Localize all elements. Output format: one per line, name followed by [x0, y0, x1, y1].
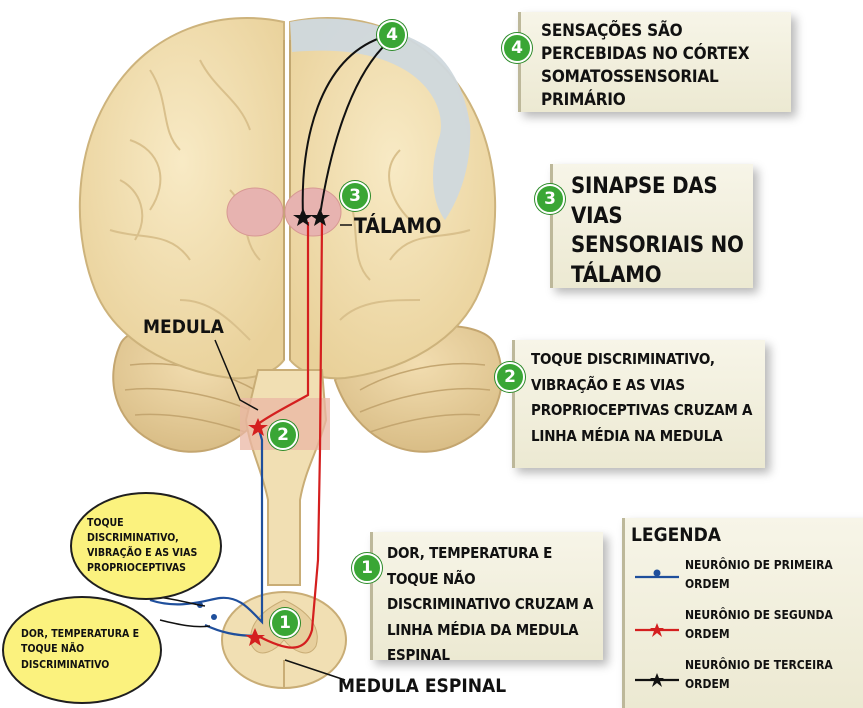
legend-title: LEGENDA [631, 524, 722, 546]
neuron-markers [197, 208, 330, 646]
brainstem [240, 369, 330, 586]
step-3-number: 3 [535, 184, 565, 214]
step-3-box: Sinapse das vias sensoriais no tálamo [550, 164, 753, 288]
third-order-pathway [301, 37, 386, 216]
step-2-box: Toque discriminativo, vibração e as vias… [512, 340, 765, 468]
step-4-number: 4 [502, 33, 532, 63]
medulla-label: MEDULA [143, 316, 224, 338]
legend-third-order-symbol [635, 673, 679, 687]
bubble-proprioceptive-text: Toque discriminativo, vibração e as vias… [87, 516, 198, 575]
step-2-text: Toque discriminativo, vibração e as vias… [531, 350, 753, 445]
step-1-number: 1 [352, 553, 382, 583]
marker-thalamus: 3 [340, 181, 370, 211]
bubble-proprioceptive: Toque discriminativo, vibração e as vias… [70, 492, 222, 600]
step-3-text: Sinapse das vias sensoriais no tálamo [571, 174, 744, 289]
spinal-cord-label: MEDULA ESPINAL [338, 675, 507, 697]
marker-cortex: 4 [377, 20, 407, 50]
step-4-box: Sensações são percebidas no córtex somat… [518, 12, 791, 112]
bubble-pain-temperature: Dor, temperatura e toque não discriminat… [2, 596, 162, 704]
legend-third-order-label: Neurônio de terceira ordem [685, 658, 833, 691]
legend-second-order-label: Neurônio de segunda ordem [685, 608, 833, 641]
marker-spinal: 1 [270, 608, 300, 638]
step-1-text: Dor, temperatura e toque não discriminat… [387, 544, 594, 664]
bubble-pain-temperature-text: Dor, temperatura e toque não discriminat… [21, 628, 140, 671]
brain-hemispheres [78, 16, 497, 380]
step-1-box: Dor, temperatura e toque não discriminat… [370, 532, 603, 664]
legend-first-order-label: Neurônio de primeira ordem [685, 558, 833, 591]
legend-second-order-symbol [635, 623, 679, 637]
marker-medulla: 2 [268, 420, 298, 450]
legend-first-order-symbol [635, 569, 679, 579]
thalamus-label: TÁLAMO [354, 214, 442, 238]
step-2-number: 2 [495, 362, 525, 392]
second-order-pathway [257, 221, 324, 649]
legend: LEGENDA Neurônio de primeira ordem Neurô… [622, 518, 863, 708]
step-4-text: Sensações são percebidas no córtex somat… [541, 21, 750, 110]
